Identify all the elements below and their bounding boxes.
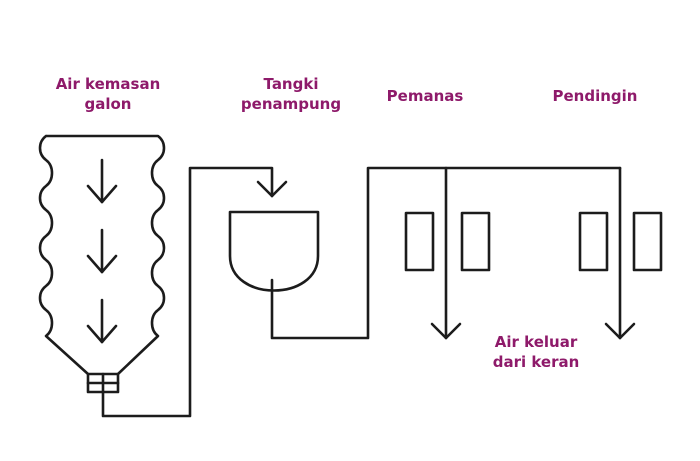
label-air-keluar-dari-keran: Air keluar dari keran bbox=[476, 332, 596, 372]
label-line: Tangki bbox=[263, 75, 319, 93]
label-line: penampung bbox=[240, 95, 342, 113]
bottle-down-arrow-icon bbox=[86, 228, 118, 274]
heater-element-left bbox=[404, 211, 435, 272]
cold-outlet-arrow-icon bbox=[604, 166, 636, 340]
label-line: Air keluar bbox=[494, 333, 578, 351]
label-line: galon bbox=[84, 95, 132, 113]
label-pemanas: Pemanas bbox=[386, 87, 464, 105]
storage-tank-icon bbox=[228, 210, 320, 292]
hot-outlet-arrow-icon bbox=[430, 166, 462, 340]
bottle-cap-icon bbox=[86, 372, 120, 394]
cooler-element-right bbox=[632, 211, 663, 272]
label-tangki-penampung: Tangki penampung bbox=[225, 74, 357, 114]
heater-element-right bbox=[460, 211, 491, 272]
pipe-down-arrow-icon bbox=[256, 180, 288, 198]
pipe-tank-to-branches bbox=[270, 166, 622, 340]
label-line: dari keran bbox=[492, 353, 580, 371]
label-line: Air kemasan bbox=[55, 75, 161, 93]
bottle-down-arrow-icon bbox=[86, 298, 118, 344]
label-air-kemasan-galon: Air kemasan galon bbox=[38, 74, 178, 114]
pipe-bottle-to-tank bbox=[101, 166, 274, 418]
label-pendingin: Pendingin bbox=[552, 87, 638, 105]
gallon-bottle-icon bbox=[38, 134, 166, 376]
bottle-down-arrow-icon bbox=[86, 158, 118, 204]
cooler-element-left bbox=[578, 211, 609, 272]
